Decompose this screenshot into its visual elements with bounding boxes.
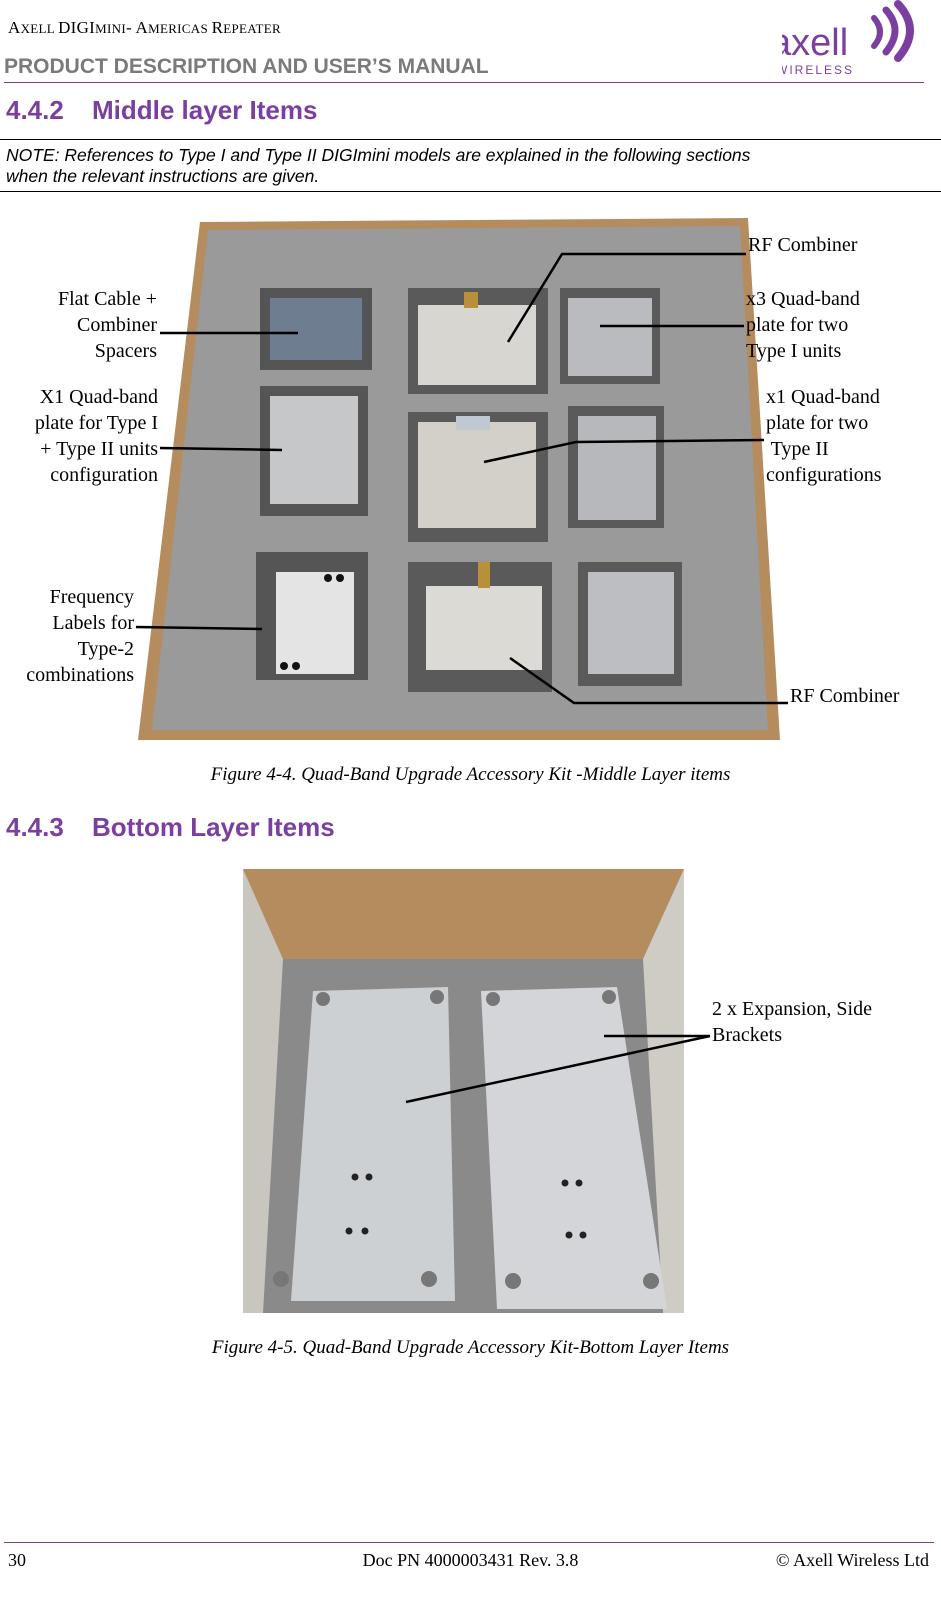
box-flap (243, 869, 684, 959)
label-dot (336, 574, 344, 582)
logo-text: axell (782, 22, 848, 64)
logo-arc-1 (871, 15, 883, 49)
callout-line: 2 x Expansion, Side (712, 998, 872, 1020)
callout-line: Type I units (746, 340, 842, 362)
header-title-line1: AXELL DIGIMINI- AMERICAS REPEATER (8, 18, 281, 38)
connector (478, 562, 490, 588)
bracket-dot (345, 1227, 353, 1235)
header-title-part: MINI (95, 21, 126, 36)
bracket-hole (486, 992, 500, 1006)
callout-rf-combiner-bottom: RF Combiner (790, 685, 900, 707)
flat-cable-item (270, 298, 362, 360)
callout-line: x1 Quad-band (766, 386, 880, 408)
footer-doc-number: Doc PN 4000003431 Rev. 3.8 (362, 1550, 579, 1570)
axell-logo: axell WIRELESS (782, 0, 914, 77)
header-title-part: R (211, 18, 224, 37)
bracket-hole (421, 1271, 437, 1287)
footer-copyright: © Axell Wireless Ltd (775, 1550, 929, 1570)
header-title-part: MERICAS (148, 21, 212, 36)
callout-line: Spacers (94, 340, 157, 362)
callout-line: combinations (26, 664, 134, 686)
callout-line: plate for Type I (34, 412, 158, 434)
header-title-part: DIGI (58, 18, 96, 37)
header-title-part: - A (125, 18, 149, 37)
header-title-line2: PRODUCT DESCRIPTION AND USER’S MANUAL (4, 55, 489, 78)
note-line: when the relevant instructions are given… (6, 166, 320, 186)
callout-line: configurations (766, 464, 882, 486)
footer-rule (4, 1542, 934, 1543)
middle-layer-photo (138, 218, 780, 740)
bracket-hole (602, 990, 616, 1004)
bracket-hole (273, 1271, 289, 1287)
quad-band-plate (418, 422, 536, 528)
callout-line: X1 Quad-band (39, 386, 158, 408)
callout-frequency-labels: Frequency Labels for Type-2 combinations (0, 584, 134, 688)
logo-arc-3 (894, 0, 914, 62)
bracket-hole (430, 990, 444, 1004)
callout-expansion-brackets: 2 x Expansion, Side Brackets (712, 996, 872, 1048)
box-side-left (243, 869, 283, 1313)
label-dot (324, 574, 332, 582)
section-title: Middle layer Items (92, 95, 318, 125)
note-box: NOTE: References to Type I and Type II D… (0, 139, 941, 192)
bottom-layer-photo (243, 869, 684, 1313)
header-title-part: XELL (20, 21, 59, 36)
callout-line: Frequency (49, 586, 134, 608)
label-dot (280, 662, 288, 670)
note-line: NOTE: References to Type I and Type II D… (6, 145, 751, 165)
label-dot (292, 662, 300, 670)
header-title-part: EPEATER (223, 21, 281, 36)
bracket-dot (351, 1173, 359, 1181)
header-rule (4, 82, 924, 83)
bracket-hole (316, 992, 330, 1006)
callout-line: plate for two (746, 314, 849, 336)
bracket-dot (561, 1179, 569, 1187)
callout-x1-quad-band-type-i-ii: X1 Quad-band plate for Type I + Type II … (0, 384, 158, 488)
callout-flat-cable: Flat Cable + Combiner Spacers (0, 286, 157, 364)
section-heading-443: 4.4.3 Bottom Layer Items (6, 812, 335, 843)
callout-x1-quad-band-type-ii: x1 Quad-band plate for two Type II confi… (766, 384, 882, 488)
footer-page-number: 30 (8, 1550, 26, 1570)
section-heading-442: 4.4.2 Middle layer Items (6, 95, 317, 126)
bracket-dot (365, 1173, 373, 1181)
quad-band-plate (578, 416, 656, 520)
logo-subtext: WIRELESS (782, 63, 854, 77)
callout-line: + Type II units (40, 438, 158, 460)
frequency-label-plate (276, 572, 354, 674)
expansion-bracket (291, 987, 455, 1301)
connector (456, 416, 490, 430)
callout-line: Labels for (52, 612, 134, 634)
section-title: Bottom Layer Items (92, 812, 335, 842)
connector (464, 292, 478, 308)
rf-combiner-item (426, 586, 542, 670)
callout-x3-quad-band: x3 Quad-band plate for two Type I units (746, 286, 860, 364)
callout-line: Combiner (77, 314, 157, 336)
callout-line: Type II (766, 438, 829, 460)
callout-rf-combiner-top: RF Combiner (748, 234, 858, 256)
figure-4-4-caption: Figure 4-4. Quad-Band Upgrade Accessory … (210, 764, 731, 785)
quad-band-plate (588, 572, 674, 674)
logo-arc-2 (882, 6, 899, 56)
header-title-part: A (8, 18, 21, 37)
bracket-hole (643, 1273, 659, 1289)
bracket-dot (579, 1231, 587, 1239)
bracket-dot (565, 1231, 573, 1239)
quad-band-plate (568, 298, 652, 376)
callout-line: Flat Cable + (57, 288, 157, 310)
section-number: 4.4.2 (6, 95, 64, 125)
bracket-dot (361, 1227, 369, 1235)
rf-combiner-item (418, 305, 536, 385)
section-number: 4.4.3 (6, 812, 64, 842)
callout-line: Type-2 (77, 638, 134, 660)
figure-4-5-caption: Figure 4-5. Quad-Band Upgrade Accessory … (211, 1337, 730, 1358)
bracket-hole (505, 1273, 521, 1289)
quad-band-plate (270, 396, 358, 504)
callout-line: x3 Quad-band (746, 288, 860, 310)
bracket-dot (575, 1179, 583, 1187)
callout-line: configuration (50, 464, 158, 486)
callout-line: plate for two (766, 412, 869, 434)
callout-line: Brackets (712, 1024, 782, 1046)
note-text: NOTE: References to Type I and Type II D… (6, 145, 916, 187)
